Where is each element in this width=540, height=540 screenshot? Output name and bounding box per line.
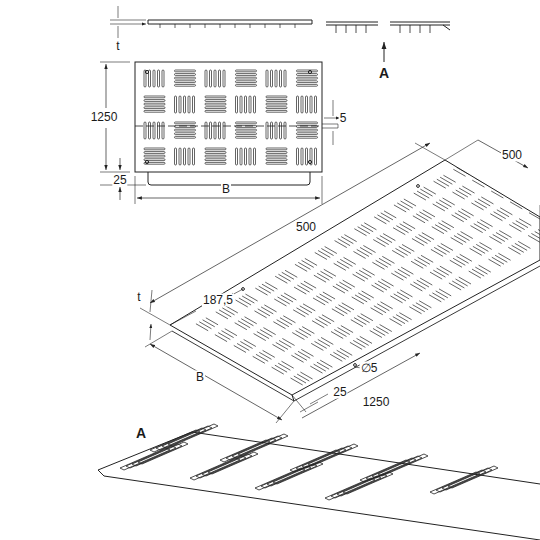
dimension-label: 1250: [90, 111, 119, 124]
view-marker: A: [378, 67, 390, 80]
side-profile: [148, 20, 312, 24]
dimension-label: 5: [339, 112, 348, 125]
iso-plate: [170, 160, 540, 395]
dimension-label: B: [195, 371, 205, 384]
dimension-label: B: [221, 183, 231, 196]
dimension-label: 25: [112, 174, 127, 187]
dimension-label: 500: [501, 149, 523, 162]
dimension-label: ∅5: [360, 362, 379, 375]
dimension-label: 187,5: [202, 294, 234, 307]
view-marker: A: [135, 427, 147, 440]
dimension-label: 25: [332, 386, 347, 399]
dimension-label: t: [115, 40, 120, 53]
end-view: [326, 22, 450, 30]
dimension-label: t: [136, 291, 141, 304]
dimension-label: 500: [295, 221, 317, 234]
plan-view: [135, 62, 322, 172]
dimension-label: 1250: [362, 396, 391, 409]
